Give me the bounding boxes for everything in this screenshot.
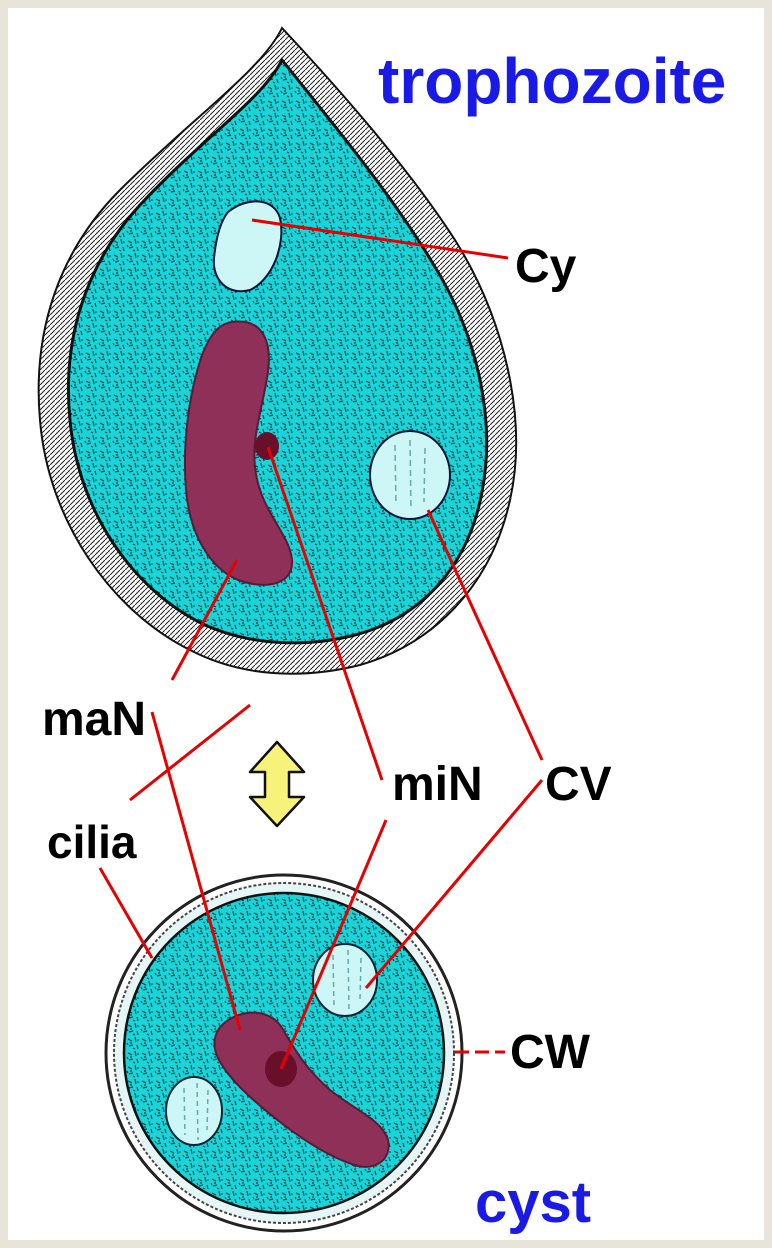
leader-cv-cyst [366,780,542,988]
leader-cilia-troph [130,705,250,800]
cyst-vacuole-right [313,944,377,1016]
leader-cilia-cyst [100,868,152,958]
label-man: maN [42,693,146,746]
title-trophozoite: trophozoite [378,45,726,117]
label-cw: CW [510,1026,591,1079]
cyst-cell [106,875,462,1231]
label-min: miN [392,758,483,811]
label-cy: Cy [515,240,577,293]
micronucleus [255,432,279,460]
trophozoite-cell [39,28,516,674]
title-cyst: cyst [475,1170,591,1235]
label-cilia: cilia [47,816,137,868]
label-cv: CV [545,758,612,811]
transition-arrow-icon [250,742,304,826]
cyst-vacuole-left [166,1077,222,1145]
